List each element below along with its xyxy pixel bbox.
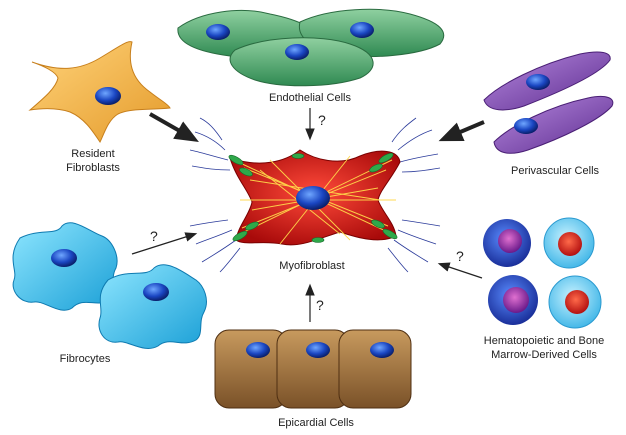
- fibrocytes-illustration: [12, 222, 207, 349]
- endothelial-cells-illustration: [177, 8, 445, 87]
- arrow-resident: [149, 112, 199, 142]
- hematopoietic-cells-illustration: [483, 217, 602, 329]
- label-resident-line1: Resident: [71, 148, 115, 160]
- label-myofibroblast: Myofibroblast: [279, 260, 345, 272]
- perivascular-cells-illustration: [483, 51, 614, 154]
- label-epicardial-cells: Epicardial Cells: [278, 417, 354, 429]
- arrow-perivascular: [438, 120, 485, 142]
- label-hematopoietic: Hematopoietic and Bone Marrow-Derived Ce…: [464, 334, 624, 362]
- question-mark-epicardial: ?: [316, 297, 324, 313]
- arrow-fibrocytes: [131, 232, 198, 255]
- label-resident-line2: Fibroblasts: [66, 162, 120, 174]
- arrows: [131, 108, 485, 322]
- label-hematopoietic-line2: Marrow-Derived Cells: [491, 349, 597, 361]
- label-hematopoietic-line1: Hematopoietic and Bone: [483, 335, 605, 347]
- arrow-hematopoietic: [437, 262, 483, 279]
- question-mark-hematopoietic: ?: [456, 248, 464, 264]
- label-resident-fibroblasts: Resident Fibroblasts: [48, 147, 138, 175]
- epicardial-cells-illustration: [214, 329, 412, 409]
- label-fibrocytes: Fibrocytes: [59, 353, 111, 365]
- myofibroblast-illustration: [189, 117, 441, 273]
- question-mark-endothelial: ?: [318, 112, 326, 128]
- label-endothelial-cells: Endothelial Cells: [269, 92, 351, 104]
- resident-fibroblast-illustration: [28, 41, 171, 143]
- question-mark-fibrocytes: ?: [150, 228, 158, 244]
- label-perivascular-cells: Perivascular Cells: [510, 165, 600, 177]
